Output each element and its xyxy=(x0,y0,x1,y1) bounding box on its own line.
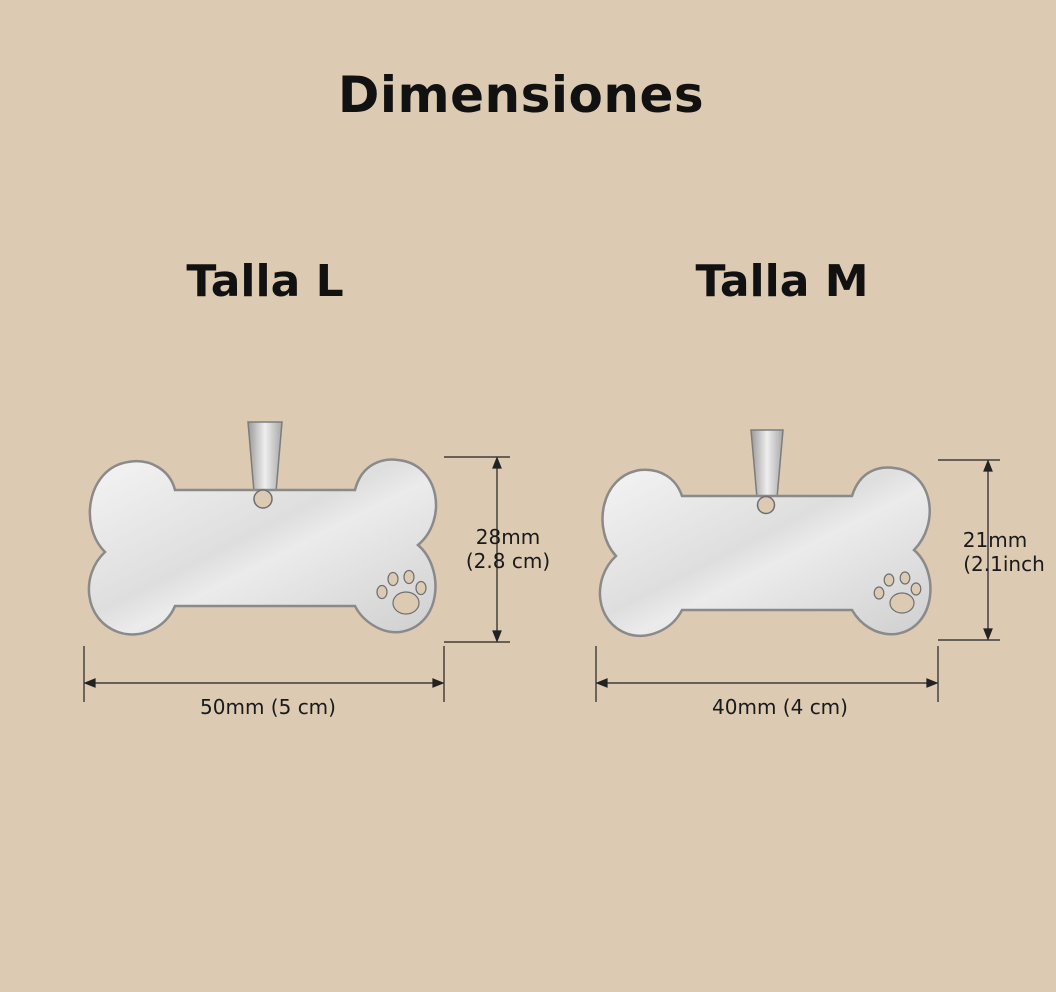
height-text-large-cm: (2.8 cm) xyxy=(465,549,551,573)
bail-medium xyxy=(750,429,784,499)
bone-shape-medium xyxy=(598,466,932,637)
paw-icon-large xyxy=(376,569,427,615)
dimension-lines-large xyxy=(83,456,510,702)
bone-tag-medium xyxy=(598,429,932,637)
height-text-large-mm: 28mm xyxy=(475,525,541,549)
page-title: Dimensiones xyxy=(337,66,705,124)
size-label-l: Talla L xyxy=(186,256,344,307)
size-label-m: Talla M xyxy=(695,256,869,307)
bail-large xyxy=(247,421,283,493)
bone-shape-large xyxy=(87,458,438,636)
dimension-lines-medium xyxy=(595,459,1000,702)
bone-tag-large xyxy=(87,421,438,636)
hole-large xyxy=(253,489,273,509)
height-text-medium-mm: 21mm xyxy=(962,528,1028,552)
width-text-medium: 40mm (4 cm) xyxy=(712,695,848,719)
hole-medium xyxy=(756,495,776,515)
height-text-medium-inch: (2.1inch xyxy=(963,552,1045,576)
width-text-large: 50mm (5 cm) xyxy=(200,695,336,719)
paw-icon-medium xyxy=(873,571,922,614)
